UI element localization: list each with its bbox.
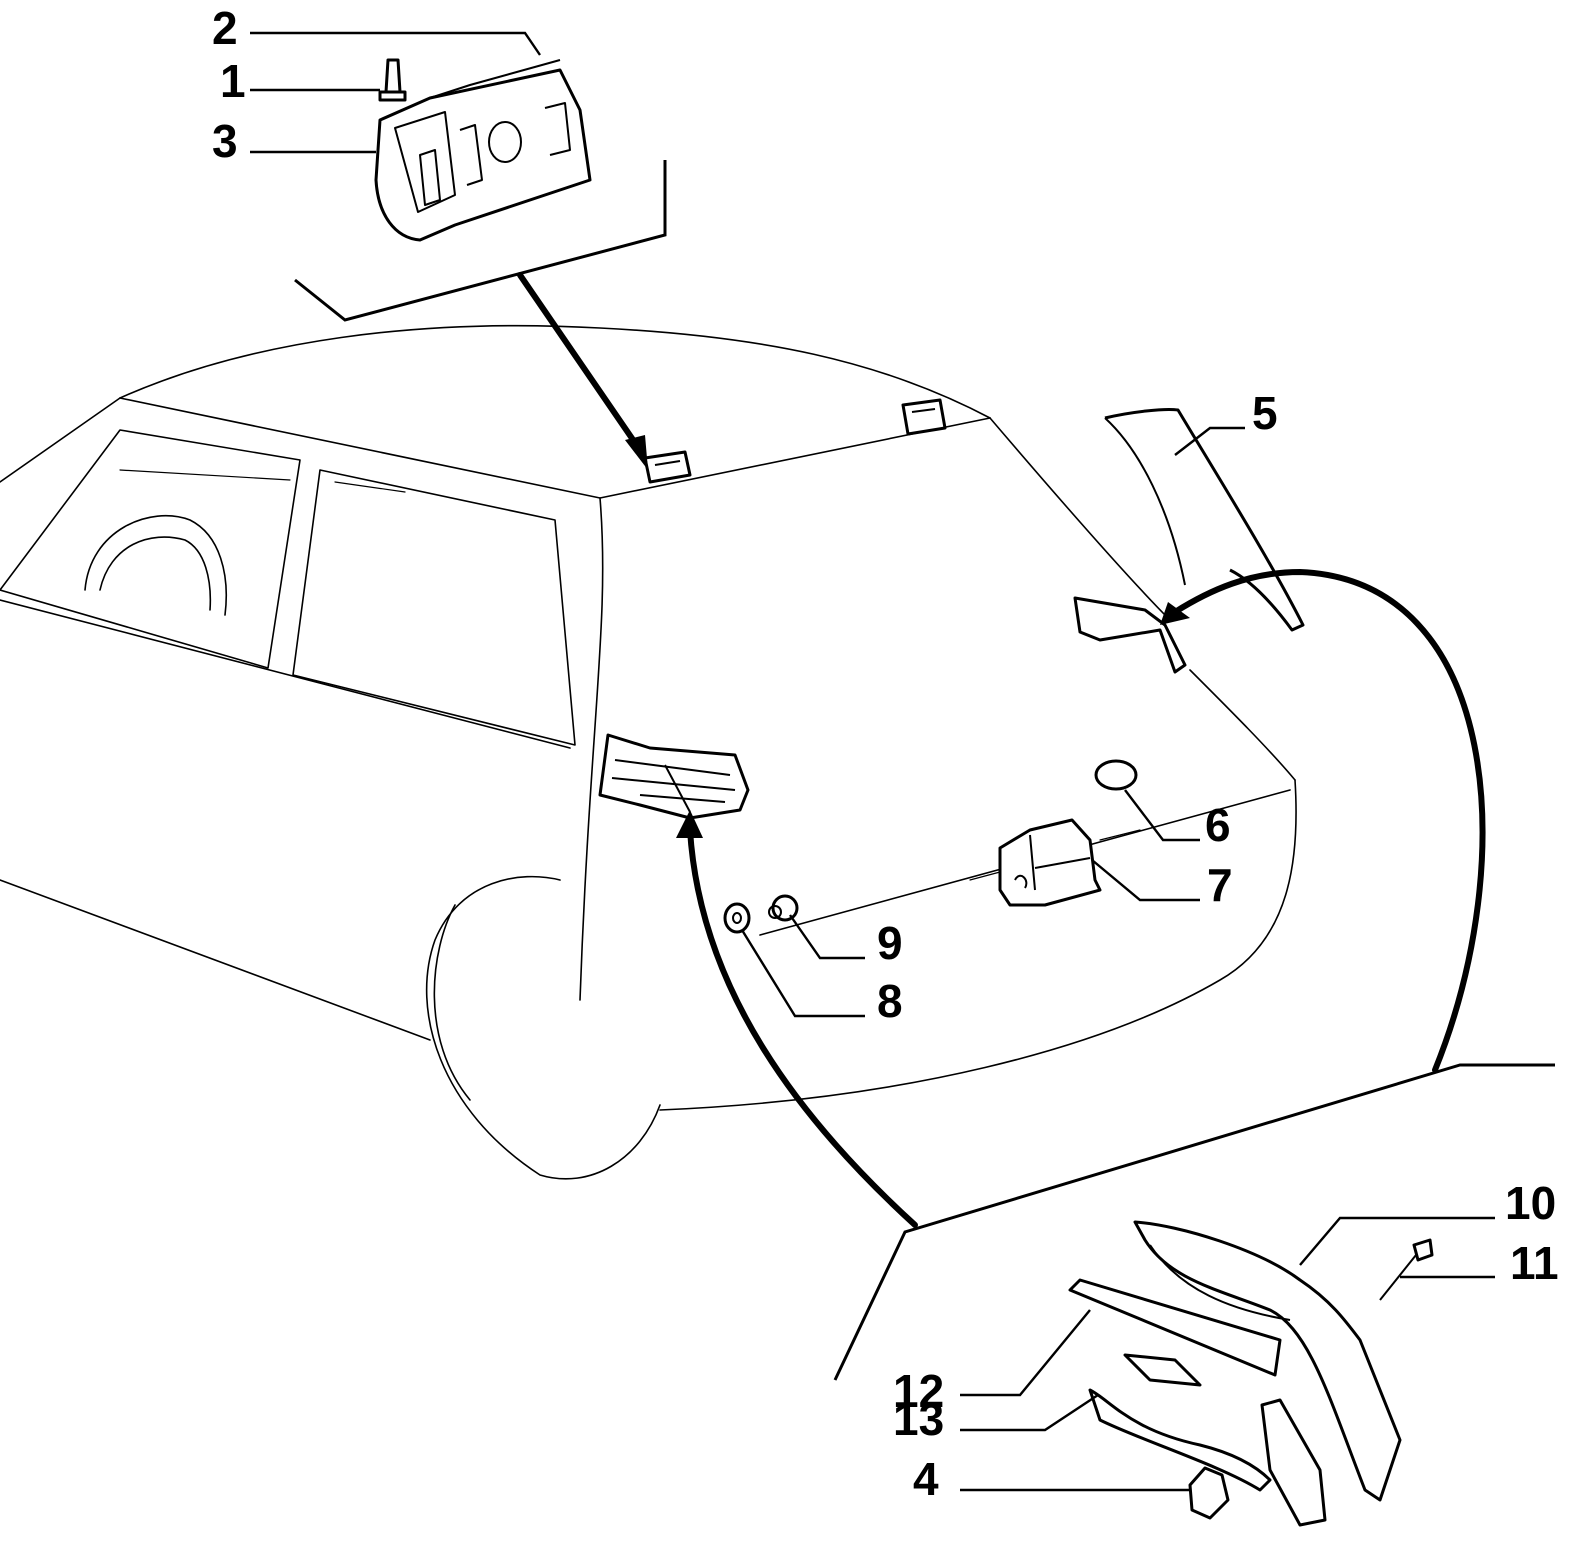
roof-detail-inset xyxy=(294,58,667,322)
callout-7: 7 xyxy=(1207,859,1233,911)
callout-4: 4 xyxy=(913,1453,939,1505)
callout-10: 10 xyxy=(1505,1177,1557,1229)
leader-lines xyxy=(250,31,1495,1492)
grab-handle-mounts xyxy=(643,398,947,484)
part-6-cap xyxy=(1094,759,1138,791)
indicator-arrows xyxy=(517,272,1486,1228)
part-5-pillar-trim xyxy=(1073,408,1305,674)
callout-1: 1 xyxy=(220,55,246,107)
callout-11: 11 xyxy=(1510,1237,1559,1289)
callout-2: 2 xyxy=(212,2,238,54)
callout-13: 13 xyxy=(893,1393,945,1445)
parts-8-9-fasteners xyxy=(723,894,799,934)
callout-12: 12 xyxy=(893,1365,945,1417)
callout-6: 6 xyxy=(1205,799,1231,851)
floor-mat-panel xyxy=(598,733,750,820)
callout-8: 8 xyxy=(877,975,903,1027)
part-7-bracket xyxy=(998,818,1102,907)
callout-5: 5 xyxy=(1252,387,1278,439)
lower-detail-inset xyxy=(833,1063,1555,1527)
car-body-outline xyxy=(0,324,1297,1180)
callout-3: 3 xyxy=(212,115,238,167)
callout-9: 9 xyxy=(877,917,903,969)
